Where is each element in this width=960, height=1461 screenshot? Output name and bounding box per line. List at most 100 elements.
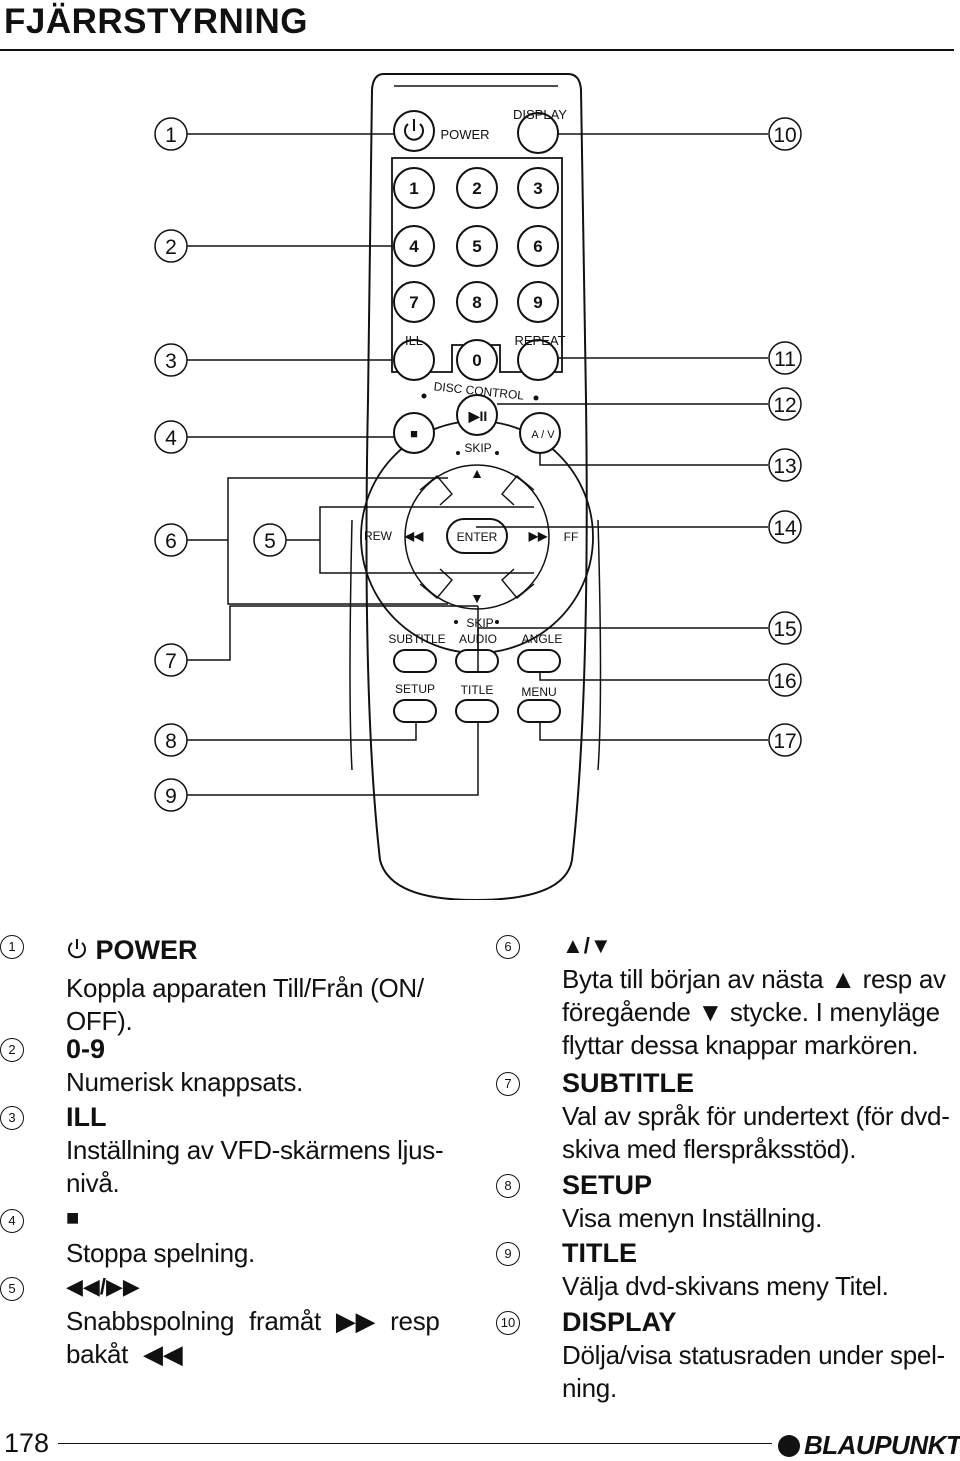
item-number: 3 <box>0 1106 24 1130</box>
power-label: POWER <box>440 127 489 142</box>
digit-8-label: 8 <box>472 293 481 312</box>
down-symbol: ▼ <box>470 590 484 606</box>
repeat-button <box>517 339 559 381</box>
item-description: Dölja/visa statusraden under spel- ning. <box>562 1340 945 1403</box>
digit-3-button <box>517 167 559 209</box>
display-label: DISPLAY <box>513 107 567 122</box>
up-symbol: ▲ <box>470 465 484 481</box>
remote-diagram: POWER DISPLAY ILL REPEAT DISC CONTROL SK… <box>154 73 802 900</box>
item-title: ▲/▼ <box>562 933 612 958</box>
enter-button <box>446 518 508 554</box>
digit-6-label: 6 <box>533 237 542 256</box>
item-description: Byta till början av nästa ▲ resp av före… <box>562 964 946 1060</box>
item-description: Koppla apparaten Till/Från (ON/ OFF). <box>66 973 424 1036</box>
rew-symbol: ◀◀ <box>404 529 424 543</box>
av-label: A / V <box>531 429 555 441</box>
callout-1: 1 <box>165 124 177 147</box>
digit-6-button <box>517 225 559 267</box>
callout-11: 11 <box>774 348 796 371</box>
item-description: Stoppa spelning. <box>66 1238 255 1268</box>
digit-7-label: 7 <box>409 293 418 312</box>
item-number: 7 <box>496 1072 520 1096</box>
digit-1-button <box>393 167 435 209</box>
item-title: SETUP <box>562 1170 653 1200</box>
digit-5-label: 5 <box>472 237 481 256</box>
item-title: POWER <box>66 935 198 966</box>
ff-label: FF <box>564 530 579 544</box>
brand-dot-icon <box>778 1434 800 1457</box>
item-title: ■ <box>66 1205 80 1230</box>
digit-8-button <box>456 281 498 323</box>
ill-label: ILL <box>405 333 423 348</box>
stop-symbol: ■ <box>410 426 418 441</box>
angle-label: ANGLE <box>522 632 563 646</box>
title-rule <box>0 49 954 51</box>
item-title: TITLE <box>562 1238 637 1268</box>
page-number: 178 <box>4 1428 50 1458</box>
setup-label: SETUP <box>395 682 435 696</box>
callout-15: 15 <box>773 618 796 641</box>
brand-name: BLAUPUNKT <box>804 1430 960 1460</box>
item-description: Välja dvd-skivans meny Titel. <box>562 1271 889 1301</box>
brand-logo: BLAUPUNKT <box>778 1430 960 1461</box>
item-number: 2 <box>0 1038 24 1062</box>
callout-17: 17 <box>773 730 796 753</box>
remote-outline <box>365 73 588 900</box>
setup-button <box>393 699 437 723</box>
item-description: Snabbspolning framåt ▶▶ resp bakåt ◀◀ <box>66 1306 440 1369</box>
digit-5-button <box>456 225 498 267</box>
ill-button <box>393 339 435 381</box>
item-description: Visa menyn Inställning. <box>562 1203 822 1233</box>
digit-4-button <box>393 225 435 267</box>
callout-7: 7 <box>165 650 177 673</box>
angle-button <box>517 649 561 673</box>
item-title: 0-9 <box>66 1034 106 1064</box>
page-title: FJÄRRSTYRNING <box>4 2 309 41</box>
item-number: 1 <box>0 935 24 959</box>
callout-13: 13 <box>773 455 796 478</box>
menu-label: MENU <box>521 685 556 699</box>
title-button <box>455 699 499 723</box>
digit-2-label: 2 <box>472 179 481 198</box>
item-description: Numerisk knappsats. <box>66 1067 304 1097</box>
audio-button <box>455 649 499 673</box>
item-number: 4 <box>0 1209 24 1233</box>
enter-label: ENTER <box>457 530 498 544</box>
item-title: ILL <box>66 1102 107 1132</box>
callout-3: 3 <box>165 350 177 373</box>
callout-10: 10 <box>773 124 796 147</box>
repeat-label: REPEAT <box>514 333 565 348</box>
digit-0-label: 0 <box>472 351 481 370</box>
digit-3-label: 3 <box>533 179 542 198</box>
item-title: DISPLAY <box>562 1307 677 1337</box>
menu-button <box>517 699 561 723</box>
item-number: 8 <box>496 1174 520 1198</box>
play-pause-button <box>456 394 498 436</box>
callout-14: 14 <box>773 517 797 540</box>
ff-symbol: ▶▶ <box>528 529 548 543</box>
skip-top-label: SKIP <box>464 441 491 455</box>
digit-1-label: 1 <box>409 179 418 198</box>
callout-9: 9 <box>165 785 177 808</box>
digit-7-button <box>393 281 435 323</box>
description-column-left: 1 POWER Koppla apparaten Till/Från (ON/ … <box>0 928 470 1398</box>
digit-2-button <box>456 167 498 209</box>
digit-9-label: 9 <box>533 293 542 312</box>
callout-16: 16 <box>773 670 796 693</box>
item-number: 6 <box>496 935 520 959</box>
item-description: Inställning av VFD-skärmens ljus- nivå. <box>66 1135 444 1198</box>
nav-ring-inner <box>404 464 550 610</box>
power-icon <box>68 939 86 959</box>
callout-6: 6 <box>165 530 177 553</box>
play-pause-symbol: ▶II <box>468 408 488 424</box>
title-label: TITLE <box>461 683 494 697</box>
display-button <box>517 112 559 154</box>
item-title: ◀◀/▶▶ <box>66 1274 140 1299</box>
callout-5: 5 <box>264 530 276 553</box>
digit-9-button <box>517 281 559 323</box>
power-icon <box>404 119 424 141</box>
callout-8: 8 <box>165 730 177 753</box>
skip-bottom-label: SKIP <box>466 616 493 630</box>
item-description: Val av språk för undertext (för dvd- ski… <box>562 1101 950 1164</box>
item-number: 10 <box>496 1311 520 1335</box>
